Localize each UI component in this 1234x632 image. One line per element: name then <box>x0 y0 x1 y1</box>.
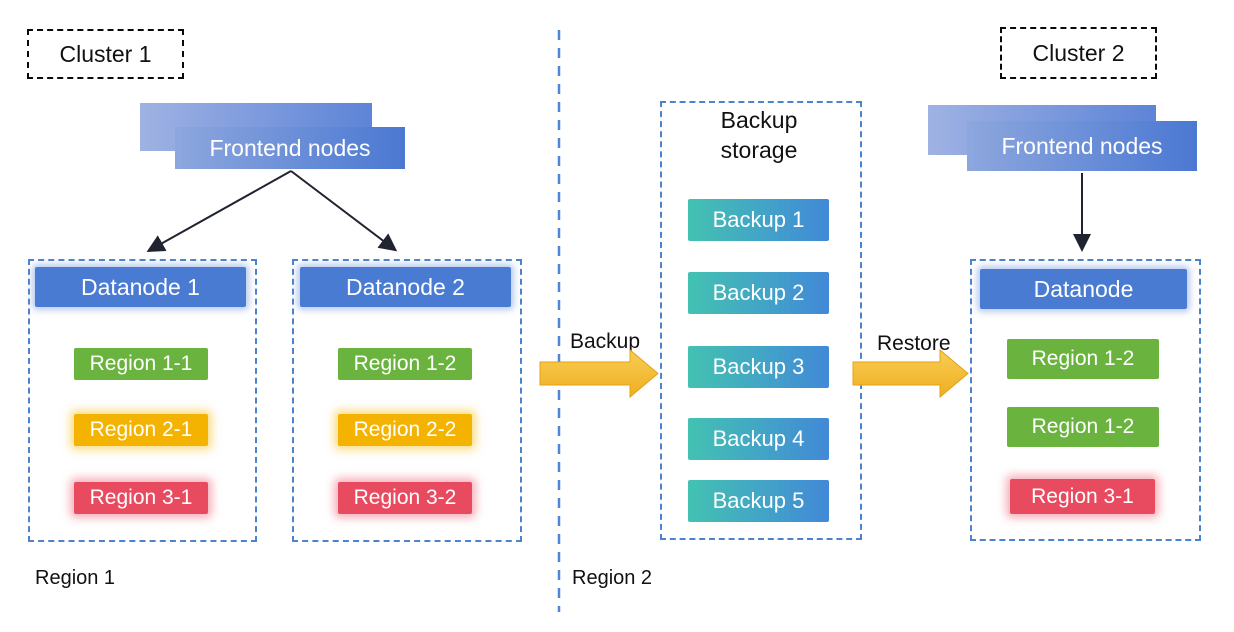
region-box: Region 1-2 <box>338 348 472 380</box>
region-label: Region 3-1 <box>89 486 193 509</box>
region-label: Region 3-1 <box>1031 484 1134 508</box>
backup-storage-box <box>660 101 862 540</box>
cluster2-datanode-header: Datanode <box>980 269 1187 309</box>
backup-item: Backup 2 <box>688 272 829 314</box>
region-label: Region 1-2 <box>353 352 457 375</box>
backup-item-label: Backup 1 <box>712 207 805 232</box>
datanode2-title: Datanode 2 <box>346 273 465 300</box>
region1-zone-label: Region 1 <box>35 567 116 589</box>
backup-item-label: Backup 4 <box>712 426 805 451</box>
region-box: Region 1-2 <box>1007 339 1159 379</box>
region-label: Region 1-1 <box>89 352 193 375</box>
backup-item: Backup 1 <box>688 199 829 241</box>
region-box: Region 3-1 <box>74 482 208 514</box>
cluster2-frontend-label: Frontend nodes <box>1001 132 1163 159</box>
region-label: Region 2-1 <box>89 418 193 441</box>
backup-flow-arrow <box>539 348 659 399</box>
region-label: Region 1-2 <box>1031 347 1135 370</box>
cluster2-datanode-title: Datanode <box>1033 275 1134 302</box>
datanode2-box: Datanode 2 Region 1-2 Region 2-2 Region … <box>292 259 522 542</box>
region-box: Region 2-2 <box>338 414 472 446</box>
backup-flow-label: Backup <box>570 330 641 353</box>
region-box: Region 1-2 <box>1007 407 1159 447</box>
restore-flow-arrow <box>852 348 969 399</box>
region-label: Region 2-2 <box>353 418 457 441</box>
backup-item-label: Backup 5 <box>712 488 805 513</box>
datanode1-title: Datanode 1 <box>81 273 200 300</box>
datanode1-header: Datanode 1 <box>35 267 246 307</box>
frontend-to-datanode1-arrow <box>146 170 292 252</box>
backup-item-label: Backup 3 <box>712 354 805 379</box>
region2-zone-label: Region 2 <box>572 567 653 589</box>
cluster2-datanode-box: Datanode Region 1-2 Region 1-2 Region 3-… <box>970 259 1201 541</box>
region-box: Region 2-1 <box>74 414 208 446</box>
cluster2-label: Cluster 2 <box>1032 39 1125 66</box>
datanode1-box: Datanode 1 Region 1-1 Region 2-1 Region … <box>28 259 257 542</box>
region-box: Region 3-2 <box>338 482 472 514</box>
backup-storage-title: Backup storage <box>720 107 798 163</box>
region-label: Region 1-2 <box>1031 415 1135 438</box>
frontend-to-datanode2-arrow <box>290 170 398 252</box>
region-label: Region 3-2 <box>353 486 457 509</box>
cluster2-frontend-nodes: Frontend nodes <box>967 121 1197 171</box>
cluster2-label-box: Cluster 2 <box>1000 27 1157 79</box>
region-box: Region 3-1 <box>1010 479 1155 514</box>
datanode2-header: Datanode 2 <box>300 267 511 307</box>
cluster1-frontend-label: Frontend nodes <box>209 134 371 161</box>
cluster1-label: Cluster 1 <box>59 40 152 67</box>
backup-item: Backup 3 <box>688 346 829 388</box>
cluster1-frontend-nodes: Frontend nodes <box>175 127 405 169</box>
cluster1-label-box: Cluster 1 <box>27 29 184 79</box>
backup-item: Backup 4 <box>688 418 829 460</box>
region-box: Region 1-1 <box>74 348 208 380</box>
restore-flow-label: Restore <box>877 332 951 355</box>
backup-item: Backup 5 <box>688 480 829 522</box>
backup-item-label: Backup 2 <box>712 280 805 305</box>
